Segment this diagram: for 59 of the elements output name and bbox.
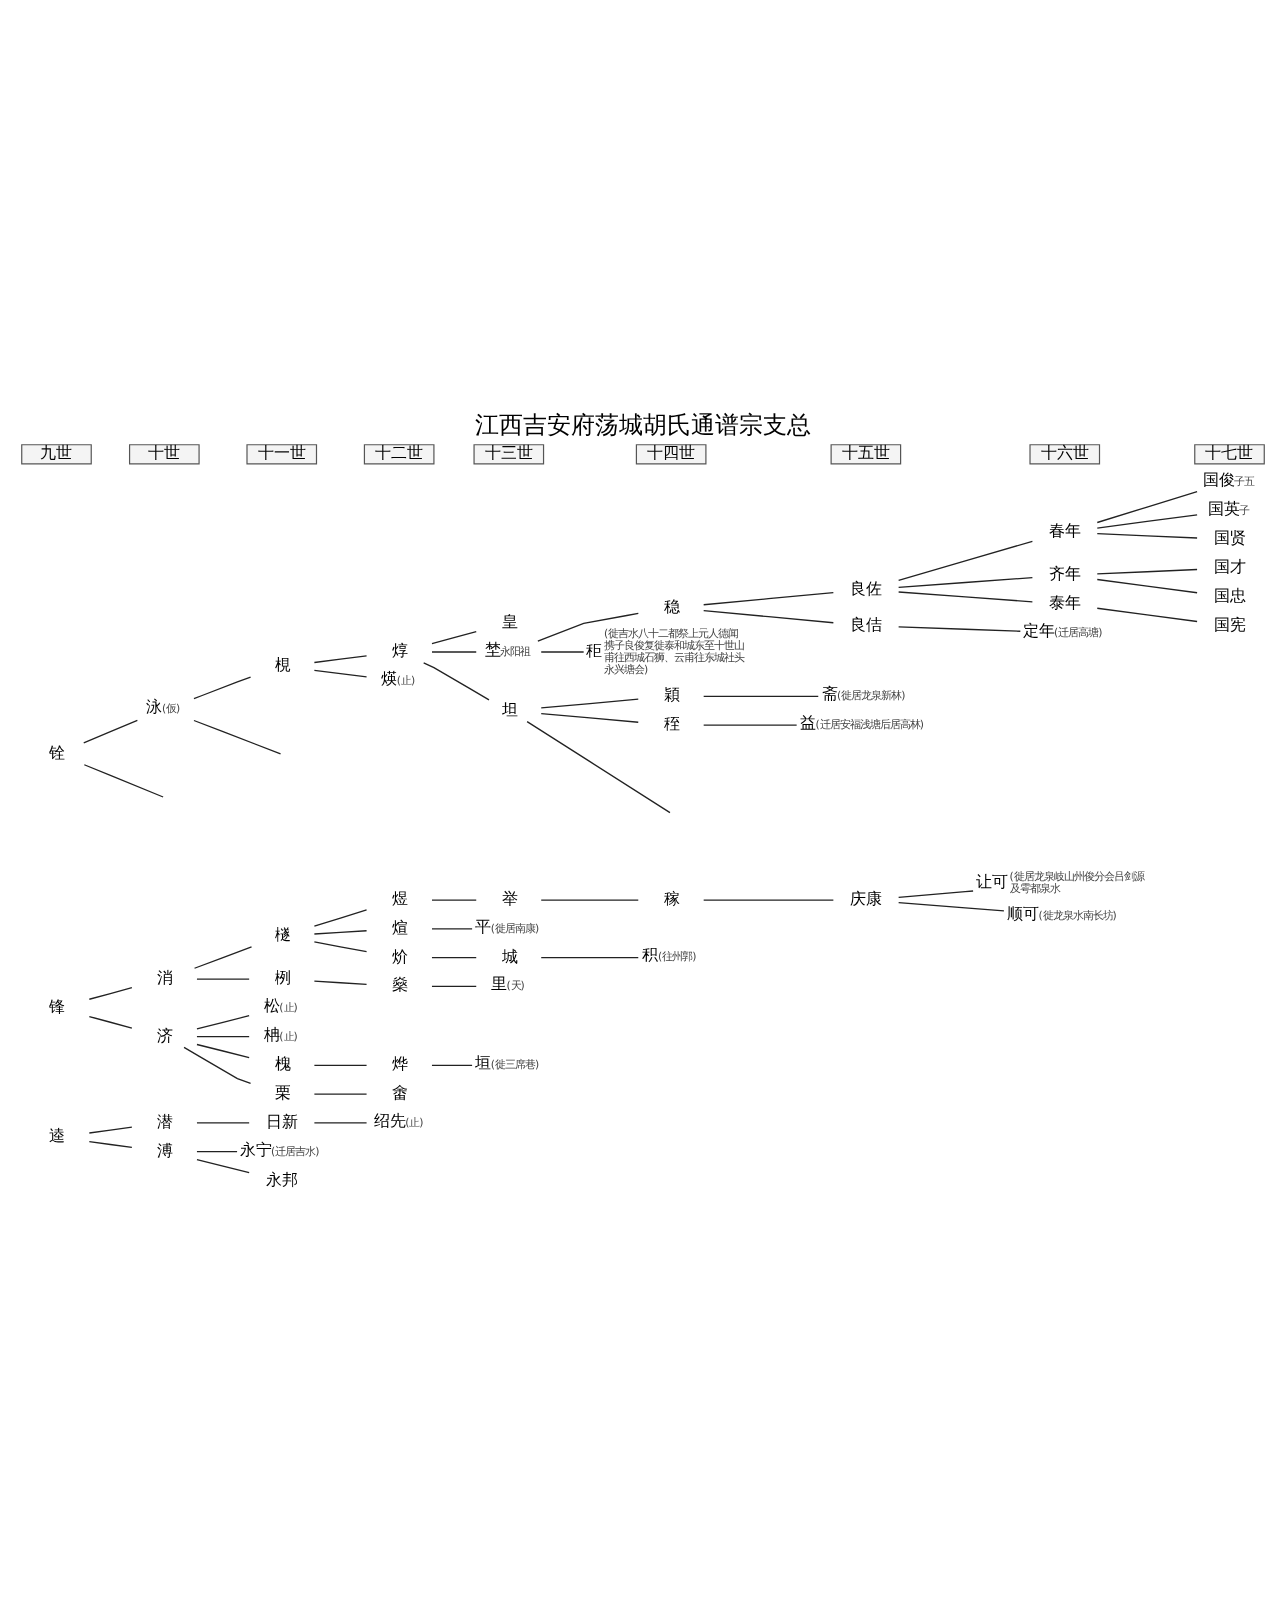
connector xyxy=(1096,578,1198,594)
connector xyxy=(196,1043,250,1059)
connector xyxy=(540,956,639,959)
connector xyxy=(196,1015,250,1030)
connector xyxy=(83,764,164,798)
connector xyxy=(196,1158,250,1174)
connector xyxy=(431,631,477,645)
connector xyxy=(526,721,671,814)
connector xyxy=(897,890,974,898)
connector xyxy=(897,901,1005,912)
connector xyxy=(83,719,139,744)
connector xyxy=(313,1122,368,1124)
connector xyxy=(1096,532,1198,539)
connector xyxy=(1096,568,1198,575)
diagram-title: 江西吉安府荡城胡氏通谱宗支总 xyxy=(475,410,811,439)
connector xyxy=(703,899,834,901)
connector xyxy=(431,928,473,930)
connector xyxy=(313,1064,368,1067)
connector xyxy=(313,941,368,953)
connector xyxy=(1096,514,1198,529)
connector xyxy=(540,698,639,709)
connector xyxy=(88,1126,133,1134)
connector xyxy=(897,576,1034,589)
connector xyxy=(193,676,252,700)
connector xyxy=(88,1140,133,1149)
connector xyxy=(431,956,477,959)
connector xyxy=(313,669,368,678)
connector xyxy=(540,899,639,901)
connector xyxy=(1096,607,1198,623)
connector xyxy=(431,899,477,901)
connector xyxy=(313,930,368,935)
connector xyxy=(897,591,1034,603)
connector xyxy=(703,695,819,697)
connector xyxy=(313,980,368,985)
connector xyxy=(703,609,834,624)
connector xyxy=(313,909,368,927)
connector xyxy=(313,1093,368,1095)
connector xyxy=(313,655,368,664)
connector xyxy=(196,1151,238,1153)
connector xyxy=(703,724,798,726)
connector xyxy=(196,978,250,980)
connector xyxy=(88,1015,133,1029)
connector xyxy=(193,946,253,969)
connector xyxy=(196,1122,250,1124)
connector xyxy=(196,1036,250,1038)
connector xyxy=(703,592,834,606)
connector xyxy=(431,985,477,987)
connector xyxy=(897,540,1034,582)
connector xyxy=(1096,490,1198,524)
connector xyxy=(431,1064,473,1067)
connector xyxy=(431,651,477,653)
connector xyxy=(540,651,585,653)
connector xyxy=(540,712,639,723)
connector xyxy=(88,987,133,1000)
connector xyxy=(193,719,282,755)
connector xyxy=(897,626,1021,632)
connector xyxy=(423,662,490,701)
connector xyxy=(183,1046,252,1084)
connector xyxy=(537,612,639,642)
